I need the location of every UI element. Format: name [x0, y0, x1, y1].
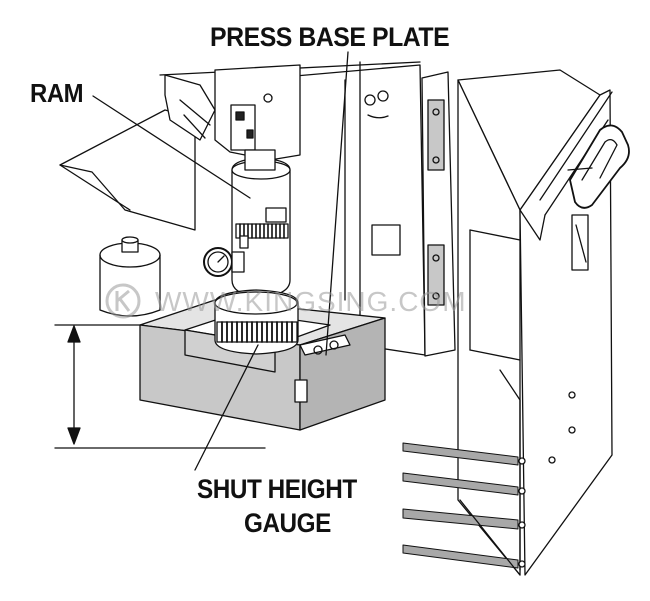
- dial-indicator: [203, 235, 249, 277]
- watermark-text: WWW.KINGSING.COM: [155, 286, 467, 317]
- leader-lines: [92, 51, 349, 471]
- shut-height-gauge-label-line2: GAUGE: [244, 508, 331, 538]
- press-base-plate-label: PRESS BASE PLATE: [210, 22, 450, 52]
- right-cabinet: [457, 69, 630, 576]
- rods: [402, 442, 526, 576]
- kingsing-logo-icon: [105, 283, 141, 319]
- ram-label: RAM: [30, 78, 84, 108]
- left-shelf: [59, 109, 196, 231]
- watermark: WWW.KINGSING.COM: [103, 283, 553, 319]
- shut-height-gauge: [214, 289, 351, 356]
- ram: [231, 149, 291, 298]
- cabinet-frame: [469, 229, 521, 571]
- shut-height-dimension-arrow: [54, 324, 266, 449]
- shut-height-gauge-label-line1: SHUT HEIGHT: [197, 474, 357, 504]
- vertical-post: [421, 71, 456, 357]
- upper-press-housing: [164, 64, 301, 161]
